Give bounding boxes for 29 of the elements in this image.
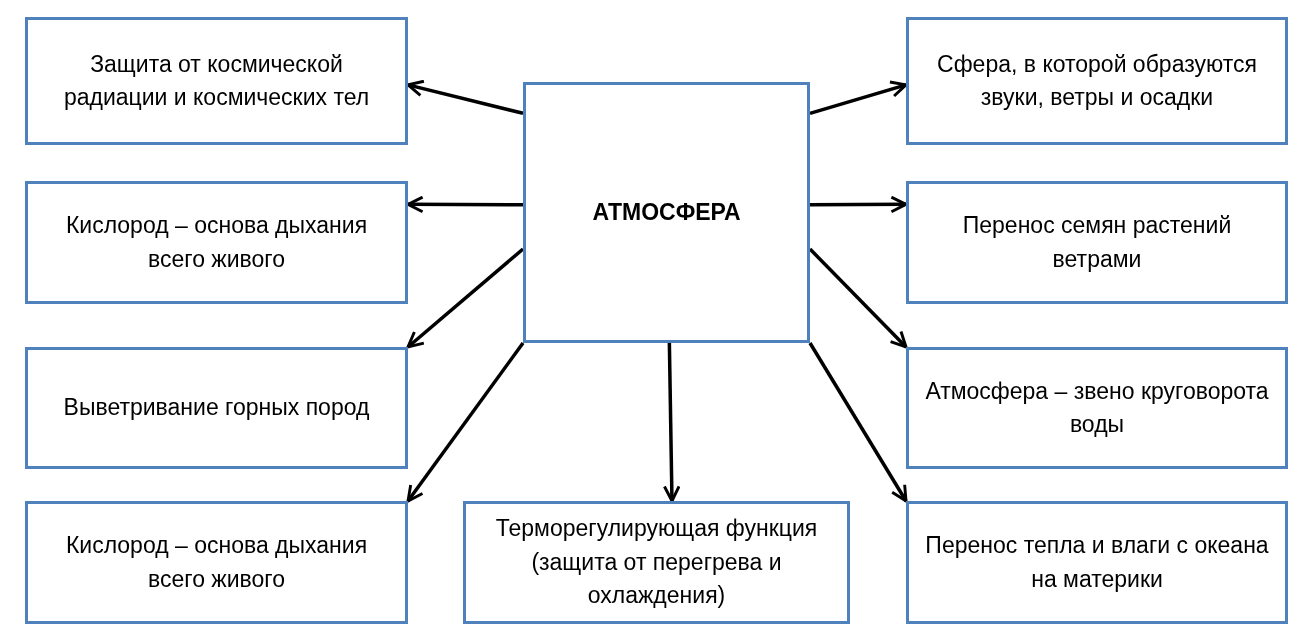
box-text: Защита от космической радиации и космических тел	[62, 49, 371, 112]
central-box	[523, 82, 810, 343]
arrow	[810, 195, 908, 214]
info-box	[25, 17, 408, 145]
arrow	[808, 342, 908, 503]
box-text: Атмосфера – звено круговорота воды	[924, 376, 1270, 439]
arrow	[406, 341, 525, 503]
info-box	[906, 17, 1288, 145]
info-box	[25, 501, 408, 624]
arrow	[406, 195, 523, 214]
box-text: Сфера, в которой образуются звуки, ветры и осадки	[936, 49, 1258, 112]
box-text: АТМОСФЕРА	[592, 197, 741, 227]
box-text: Перенос семян растений ветрами	[961, 211, 1233, 274]
arrow	[406, 79, 524, 115]
info-box	[25, 347, 408, 469]
box-text: Перенос тепла и влаги с океана на материки	[924, 531, 1270, 594]
box-text: Терморегулирующая функция (защита от перегрева и охлаждения)	[494, 514, 819, 611]
info-box	[25, 181, 408, 304]
info-box	[463, 501, 850, 624]
arrow	[663, 342, 681, 503]
box-text: Выветривание горных пород	[63, 393, 370, 423]
info-box	[906, 501, 1288, 624]
arrow	[808, 247, 908, 349]
arrow	[809, 80, 908, 115]
info-box	[906, 347, 1288, 469]
box-text: Кислород – основа дыхания всего живого	[64, 211, 369, 274]
info-box	[906, 181, 1288, 304]
box-text: Кислород – основа дыхания всего живого	[64, 531, 369, 594]
arrow	[406, 247, 525, 349]
